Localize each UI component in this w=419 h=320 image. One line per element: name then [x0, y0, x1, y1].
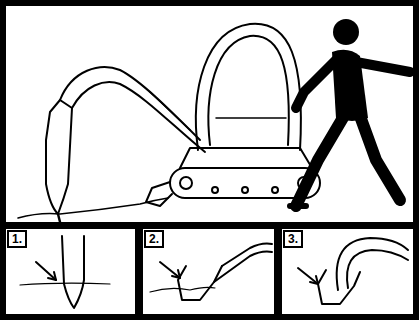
callout-number: 1.: [7, 230, 27, 248]
inset-panel: [6, 229, 135, 314]
callout-number: 3.: [283, 230, 303, 248]
person-silhouette: [290, 19, 410, 206]
excavator: [18, 24, 320, 222]
callout-number: 2.: [144, 230, 164, 248]
inset-drawings: [20, 236, 408, 308]
main-panel: [6, 6, 413, 222]
inset-panel: [282, 229, 413, 314]
inset-panel: [143, 229, 274, 314]
